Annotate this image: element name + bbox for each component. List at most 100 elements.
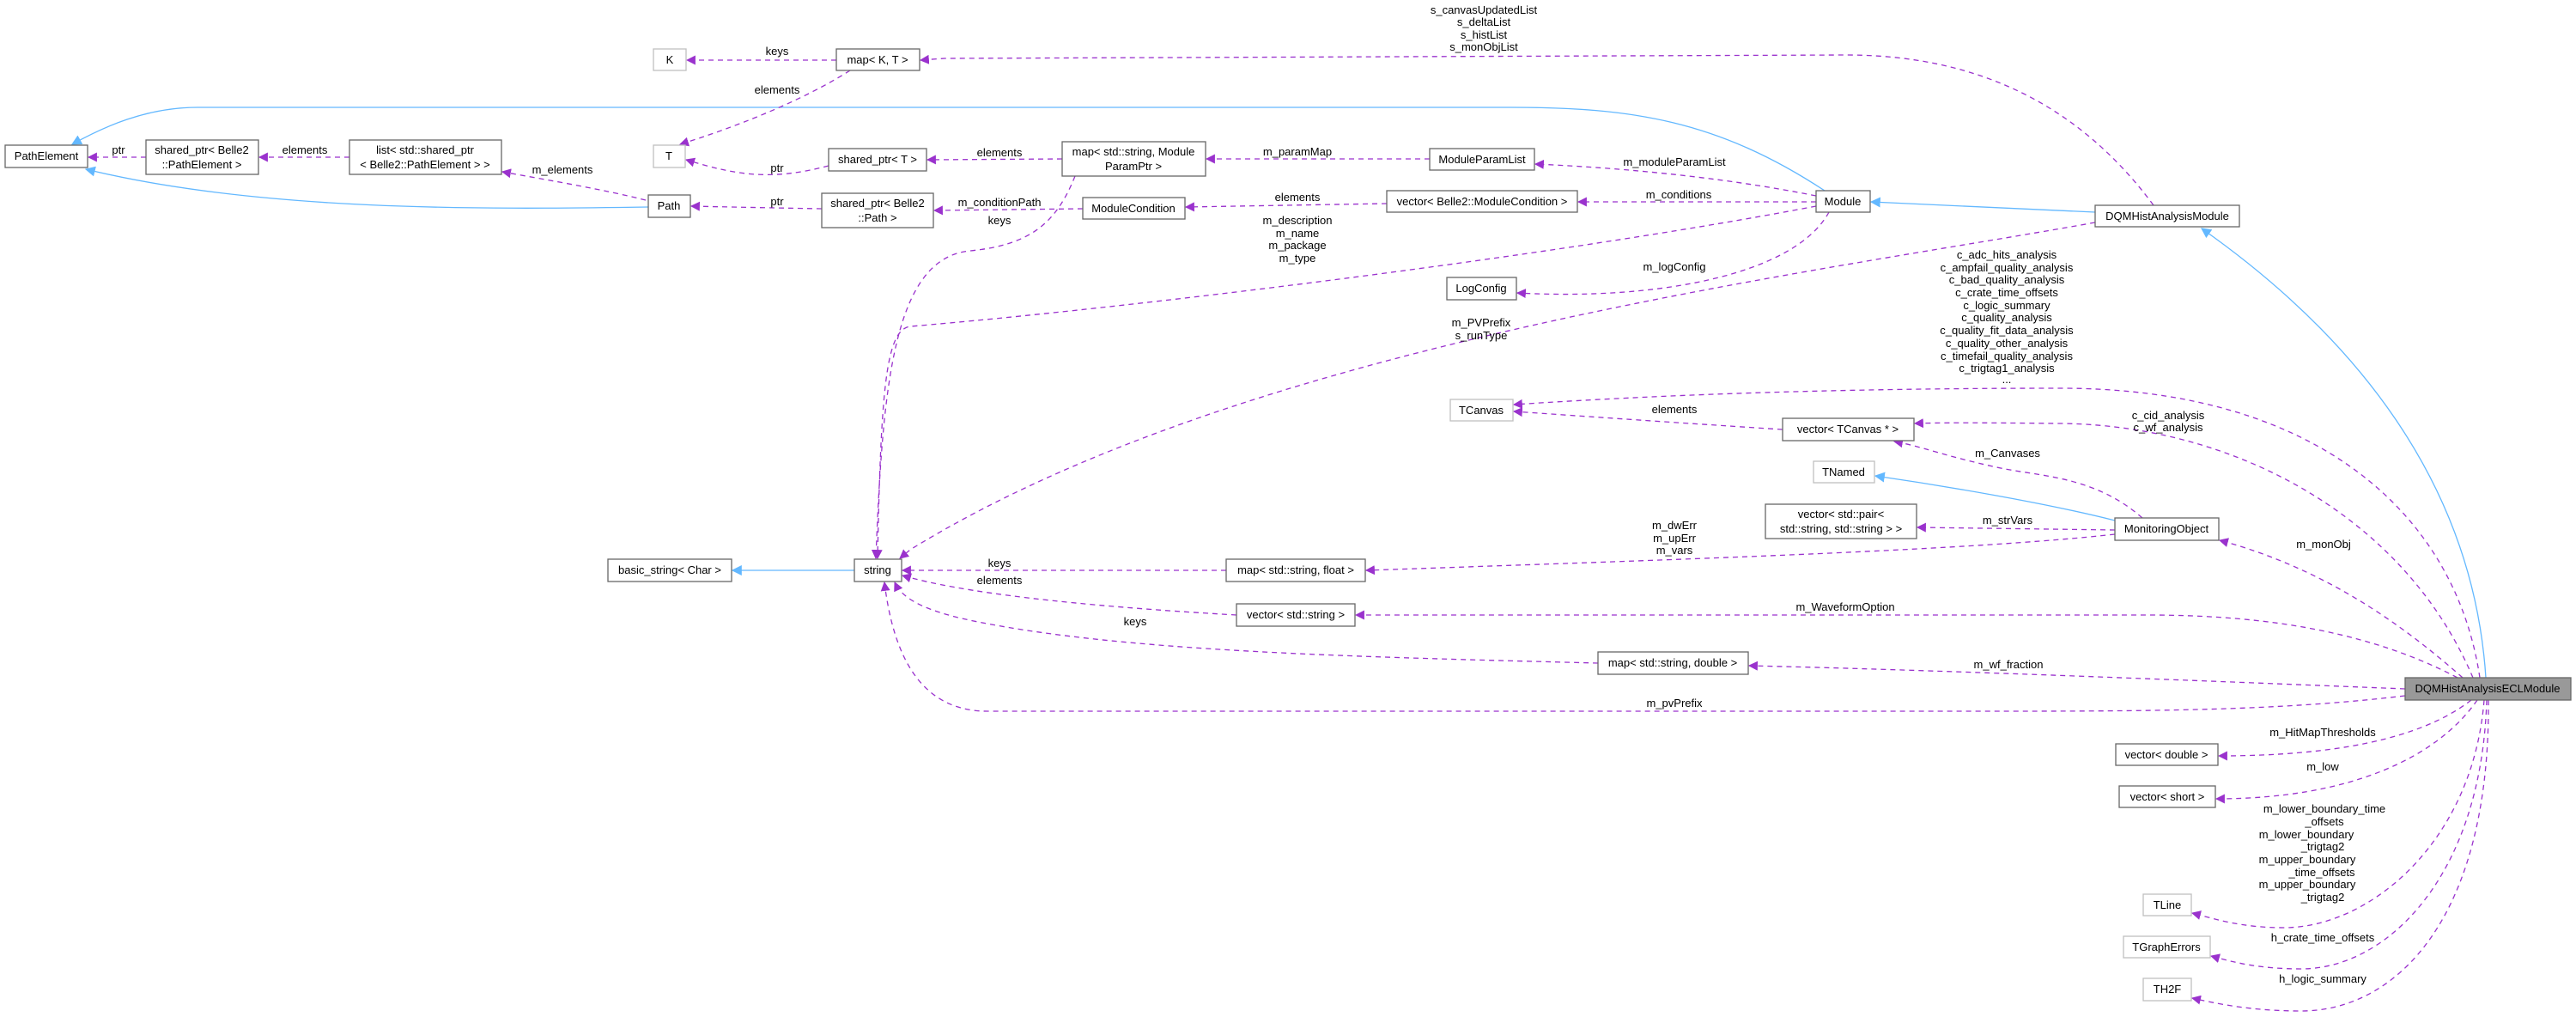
edge-label: m_PVPrefix [1452,316,1511,329]
node-label: vector< short > [2130,790,2205,803]
edge-label: m_description [1263,214,1333,227]
node-map-string-double[interactable]: map< std::string, double > [1597,651,1749,675]
edge-label: s_canvasUpdatedList [1431,3,1538,16]
edge-label: m_package [1268,239,1326,252]
edge-6 [690,201,823,211]
edge-14 [871,175,1076,560]
edge-label: c_quality_other_analysis [1946,337,2069,350]
node-vector-double[interactable]: vector< double > [2115,743,2219,766]
edge-label: ptr [770,195,784,208]
edge-label: elements [283,143,328,156]
edge-label: m_type [1279,252,1316,265]
node-moduleparamlist[interactable]: ModuleParamList [1429,148,1535,171]
node-th2f[interactable]: TH2F [2142,977,2192,1002]
node-shared-ptr-path[interactable]: shared_ptr< Belle2::Path > [821,192,934,228]
node-shared-ptr-t[interactable]: shared_ptr< T > [828,148,927,172]
node-vector-modulecondition[interactable]: vector< Belle2::ModuleCondition > [1386,190,1578,213]
edge-label: keys [766,45,789,58]
node-path[interactable]: Path [647,194,691,218]
node-vector-tcanvas-ptr[interactable]: vector< TCanvas * > [1782,417,1915,442]
edge-label: c_trigtag1_analysis [1959,362,2055,375]
node-label: ParamPtr > [1105,160,1162,173]
node-vector-string[interactable]: vector< std::string > [1236,603,1356,627]
edge-label: s_runType [1455,329,1508,342]
node-label: map< std::string, double > [1608,656,1737,669]
edge-27 [1354,610,2458,679]
edge-label: keys [988,214,1012,227]
node-shared-ptr-pathelement[interactable]: shared_ptr< Belle2::PathElement > [145,139,259,175]
edge-8 [933,205,1084,216]
edge-label: ptr [770,161,784,174]
edge-10 [1534,159,1817,197]
edge-label: c_adc_hits_analysis [1957,248,2057,261]
node-label: map< std::string, Module [1072,145,1195,158]
node-label: LogConfig [1455,282,1506,295]
edge-label: elements [1652,403,1698,416]
node-label: TGraphErrors [2132,941,2201,953]
node-modulecondition[interactable]: ModuleCondition [1082,197,1186,220]
node-k[interactable]: K [653,48,687,71]
edge-label: c_cid_analysis [2132,409,2205,422]
edge-16 [919,54,2154,206]
edge-label: m_elements [532,163,593,176]
node-label: ::PathElement > [162,158,242,171]
edge-label: m_upper_boundary [2259,878,2356,891]
node-label: Module [1825,195,1862,208]
usage-edges [87,54,2489,1012]
node-label: vector< TCanvas * > [1797,423,1899,435]
node-label: list< std::shared_ptr [376,143,474,156]
node-vector-pair-string-string[interactable]: vector< std::pair<std::string, std::stri… [1765,503,1917,539]
edge-31 [2217,699,2472,761]
nodes: DQMHistAnalysisECLModule DQMHistAnalysis… [4,48,2572,1002]
node-pathelement[interactable]: PathElement [4,144,88,168]
node-tline[interactable]: TLine [2142,893,2192,917]
node-label: TLine [2154,898,2182,911]
edge-label: m_strVars [1983,514,2033,527]
edge-15 [1516,211,1830,299]
edge-label: m_WaveformOption [1795,600,1894,613]
node-tnamed[interactable]: TNamed [1813,460,1875,484]
edge-2 [684,157,829,176]
edge-21 [1893,438,2143,519]
node-t[interactable]: T [653,144,686,168]
edge-22 [1916,522,2116,533]
edge-20 [1913,418,2474,679]
node-label: map< std::string, float > [1237,563,1354,576]
edge-label: m_lower_boundary_time [2263,802,2385,815]
node-string[interactable]: string [854,558,902,582]
node-tgrapherrors[interactable]: TGraphErrors [2123,935,2211,959]
node-label: TNamed [1822,466,1865,478]
node-dqmhistanalysisecl-module[interactable]: DQMHistAnalysisECLModule [2404,677,2572,701]
node-module[interactable]: Module [1815,190,1871,213]
node-tcanvas[interactable]: TCanvas [1449,399,1514,422]
node-basic-string-char[interactable]: basic_string< Char > [607,558,732,582]
edge-label: elements [977,146,1023,159]
edge-label: s_deltaList [1457,15,1511,28]
edge-26 [901,573,1237,616]
edge-label: m_upErr [1653,532,1697,545]
node-label: MonitoringObject [2124,522,2209,535]
edge-label: m_logConfig [1643,260,1706,273]
edge-35 [2190,699,2489,1012]
node-label: ::Path > [858,211,896,224]
node-label: std::string, std::string > > [1780,522,1902,535]
edge-label: keys [1124,615,1147,628]
edge-18 [1512,387,2481,679]
node-logconfig[interactable]: LogConfig [1446,277,1517,301]
node-list-shared-ptr-pathelement[interactable]: list< std::shared_ptr< Belle2::PathEleme… [349,139,502,175]
edge-label: _time_offsets [2287,866,2355,879]
node-dqmhistanalysis-module[interactable]: DQMHistAnalysisModule [2094,204,2240,228]
node-monitoringobject[interactable]: MonitoringObject [2114,517,2220,541]
node-map-string-float[interactable]: map< std::string, float > [1225,558,1366,582]
node-vector-short[interactable]: vector< short > [2118,785,2216,808]
node-label: basic_string< Char > [618,563,721,576]
edge-label: c_bad_quality_analysis [1949,273,2065,286]
node-map-k-t[interactable]: map< K, T > [835,48,920,71]
edge-label: _trigtag2 [2300,840,2345,853]
edge-label: keys [988,557,1012,569]
edge-dqmhistanalysismodule-inherits-module [1869,197,2096,213]
edge-label: c_quality_fit_data_analysis [1940,324,2074,337]
edge-path-inherits-pathelement [84,166,649,209]
